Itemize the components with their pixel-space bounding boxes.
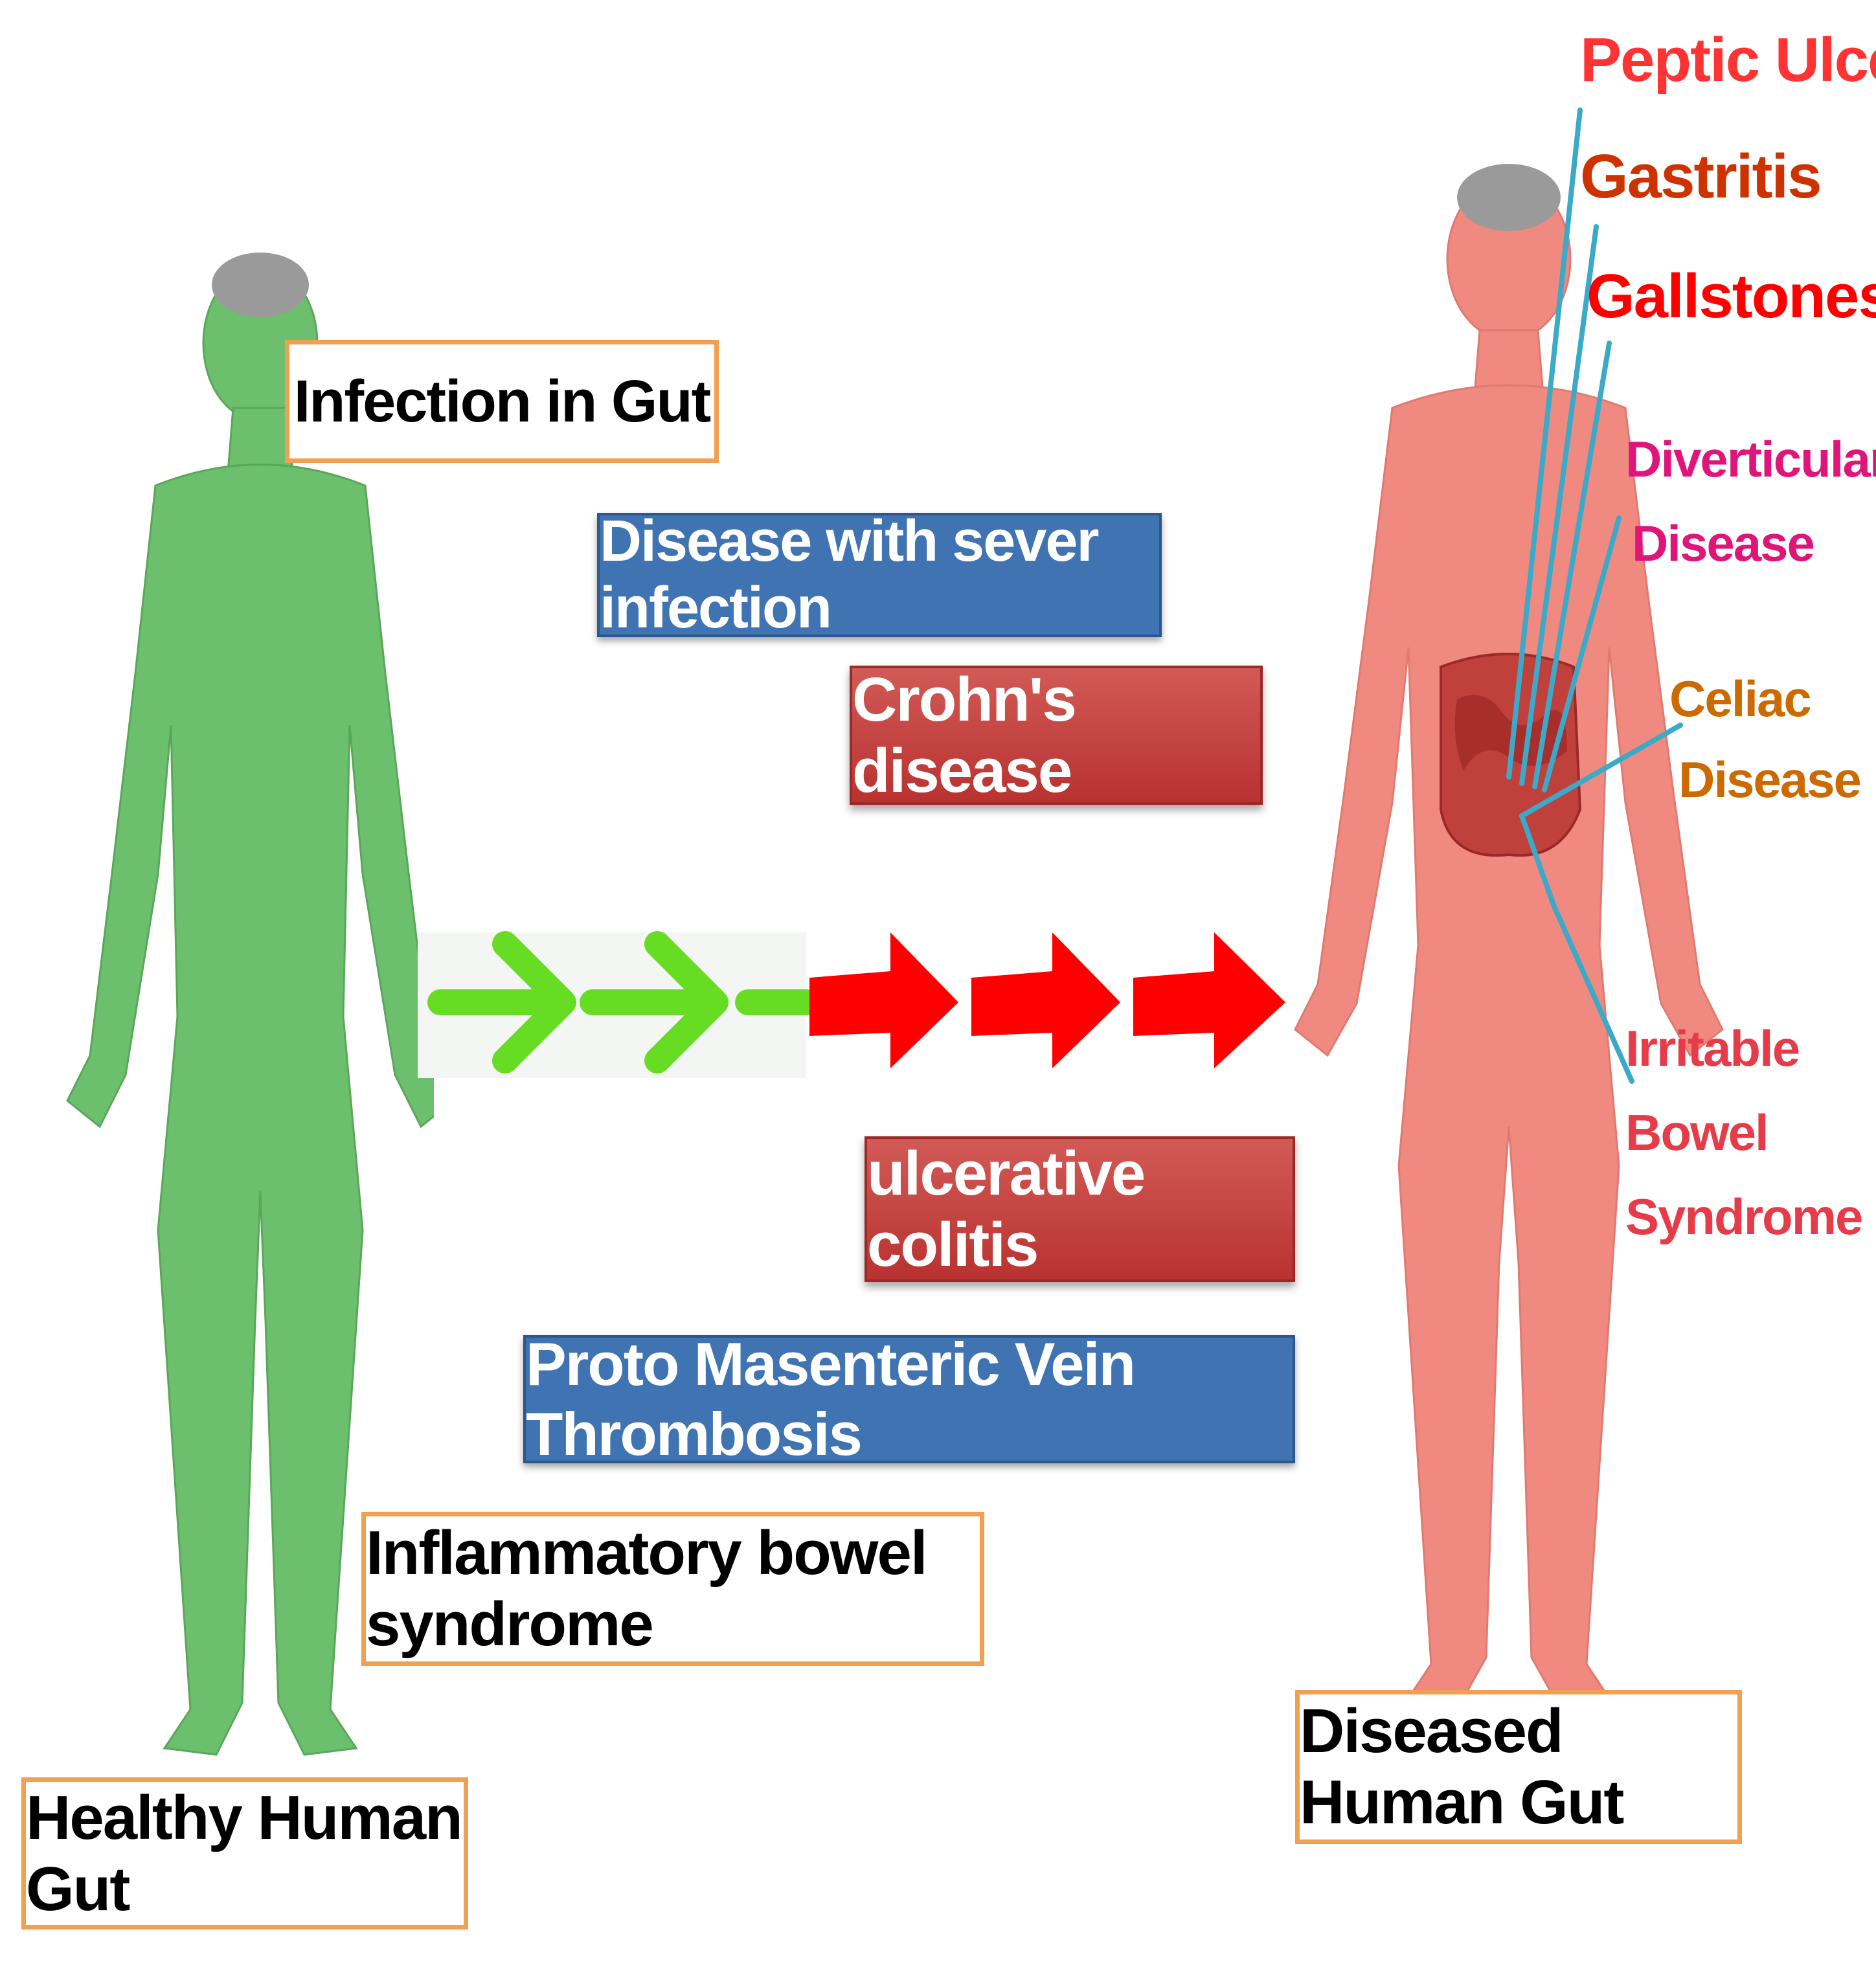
celiac-label-2: Disease [1678, 751, 1862, 808]
ibs-label-3: Syndrome [1625, 1188, 1863, 1245]
diseased-human-gut-label: Diseased Human Gut [1300, 1696, 1624, 1837]
gastritis-label: Gastritis [1580, 142, 1822, 211]
disease-with-sever-infection-box: Disease with sever infection [597, 509, 1162, 640]
healthy-human-gut-label: Healthy Human Gut [26, 1783, 463, 1924]
diverticular-label-1: Diverticular [1625, 431, 1876, 488]
ulcerative-colitis-box: ulcerative colitis [865, 1136, 1295, 1282]
inflammatory-bowel-label: Inflammatory bowel syndrome [366, 1518, 928, 1659]
healthy-human-figure [66, 253, 434, 1756]
red-arrow-3 [1133, 932, 1285, 1068]
healthy-human-gut-box: Healthy Human Gut [21, 1777, 468, 1929]
infection-in-gut-box: Infection in Gut [285, 340, 719, 463]
gallstones-label: Gallstones [1587, 262, 1876, 331]
red-arrow-1 [809, 932, 958, 1068]
crohns-disease-box: Crohn's disease [850, 664, 1263, 805]
crohns-disease-label: Crohn's disease [852, 664, 1077, 805]
proto-masenteric-box: Proto Masenteric Vein Thrombosis [523, 1330, 1295, 1468]
ulcerative-colitis-label: ulcerative colitis [867, 1138, 1146, 1279]
diverticular-label-2: Disease [1632, 515, 1815, 572]
infection-in-gut-label: Infection in Gut [293, 368, 712, 434]
green-arrow-2 [580, 931, 729, 1074]
red-arrow-2 [971, 932, 1120, 1068]
proto-masenteric-label: Proto Masenteric Vein Thrombosis [526, 1330, 1136, 1468]
disease-with-sever-infection-label: Disease with sever infection [600, 509, 1099, 640]
green-arrow-1 [427, 931, 576, 1074]
diseased-human-gut-box: Diseased Human Gut [1295, 1690, 1742, 1844]
ibs-label-2: Bowel [1625, 1104, 1769, 1161]
celiac-label-1: Celiac [1669, 670, 1812, 727]
inflammatory-bowel-box: Inflammatory bowel syndrome [361, 1512, 984, 1666]
peptic-ulcer-label: Peptic Ulcer [1580, 25, 1876, 95]
ibs-label-1: Irritable [1625, 1020, 1800, 1077]
